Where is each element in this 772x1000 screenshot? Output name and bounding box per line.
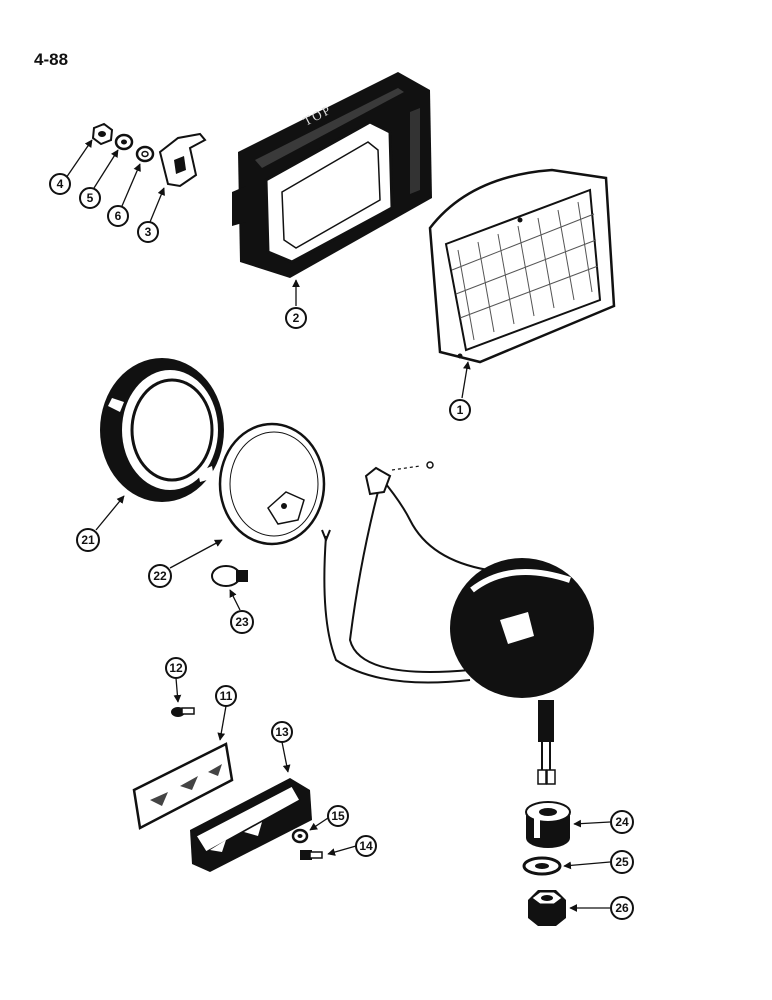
callout-14: 14 <box>355 835 377 857</box>
wiring-harness <box>321 461 489 684</box>
callout-23: 23 <box>230 610 254 634</box>
svg-text:26: 26 <box>615 901 629 915</box>
svg-text:6: 6 <box>115 209 122 223</box>
svg-text:12: 12 <box>169 661 183 675</box>
svg-text:15: 15 <box>331 809 345 823</box>
callout-15: 15 <box>327 805 349 827</box>
callout-13: 13 <box>271 721 293 743</box>
svg-text:21: 21 <box>81 533 95 547</box>
callout-22: 22 <box>148 564 172 588</box>
callout-25: 25 <box>610 850 634 874</box>
lock-washer-part-15 <box>291 828 309 844</box>
svg-text:4: 4 <box>57 177 64 191</box>
reflector-plate-part-11 <box>132 742 234 830</box>
washer-part-6 <box>135 145 155 163</box>
svg-text:23: 23 <box>235 615 249 629</box>
svg-text:13: 13 <box>275 725 289 739</box>
svg-text:2: 2 <box>293 311 300 325</box>
callout-26: 26 <box>610 896 634 920</box>
page-number: 4-88 <box>34 50 69 69</box>
round-lamp-body <box>450 558 594 785</box>
callout-11: 11 <box>215 685 237 707</box>
leader-lines <box>65 139 611 912</box>
callout-2: 2 <box>285 307 307 329</box>
round-lamp-lens-part-22 <box>218 422 326 546</box>
nut-part-4 <box>91 122 114 146</box>
callout-5: 5 <box>79 187 101 209</box>
sealed-beam-lamp-part-1 <box>428 168 616 364</box>
svg-text:24: 24 <box>615 815 629 829</box>
svg-text:1: 1 <box>457 403 464 417</box>
svg-text:11: 11 <box>220 689 233 703</box>
callout-6: 6 <box>107 205 129 227</box>
svg-text:14: 14 <box>359 839 373 853</box>
marker-lamp-part-13 <box>190 778 312 872</box>
lamp-housing-part-2: TOP <box>232 72 432 278</box>
callout-4: 4 <box>49 173 71 195</box>
bracket-part-3 <box>158 132 207 188</box>
callout-1: 1 <box>449 399 471 421</box>
bolt-part-14 <box>300 850 323 860</box>
svg-text:22: 22 <box>153 569 167 583</box>
svg-text:25: 25 <box>615 855 629 869</box>
callout-3: 3 <box>137 221 159 243</box>
callout-12: 12 <box>165 657 187 679</box>
bulb-part-23 <box>211 565 248 587</box>
svg-text:5: 5 <box>87 191 94 205</box>
round-lamp-rim-part-21 <box>100 358 224 502</box>
spacer-part-24 <box>525 801 571 848</box>
nut-part-26 <box>528 890 566 926</box>
callout-21: 21 <box>76 528 100 552</box>
svg-text:3: 3 <box>145 225 152 239</box>
screw-part-12 <box>171 707 195 717</box>
callout-24: 24 <box>610 810 634 834</box>
washer-part-25 <box>522 856 562 876</box>
lock-washer-part-5 <box>114 133 134 151</box>
